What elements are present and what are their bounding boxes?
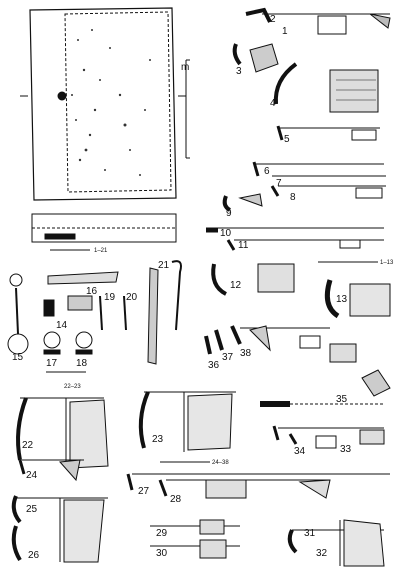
vessels-33-34 [272, 425, 385, 449]
fig-38: 38 [240, 348, 252, 359]
fig-26: 26 [28, 550, 40, 561]
fig-18: 18 [76, 358, 88, 369]
fig-37: 37 [222, 352, 234, 363]
fig-17: 17 [46, 358, 58, 369]
fig-28: 28 [170, 494, 182, 505]
fig-3: 3 [236, 66, 242, 77]
scale-label-24-38: 24–38 [212, 460, 229, 466]
fig-4: 4 [270, 98, 276, 109]
fig-34: 34 [294, 446, 306, 457]
vessels-6-7-8 [252, 161, 386, 199]
vessels-27-28 [126, 473, 390, 499]
fig-15: 15 [12, 352, 24, 363]
vessels-31-32 [287, 519, 385, 567]
vessels-25-26 [11, 495, 108, 563]
fig-7: 7 [276, 178, 282, 189]
vessels-29-30 [150, 519, 240, 559]
fig-16: 16 [86, 286, 98, 297]
vessel-5 [276, 125, 380, 141]
fig-29: 29 [156, 528, 168, 539]
vessel-3 [232, 43, 279, 73]
fig-19: 19 [104, 292, 116, 303]
fig-13: 13 [336, 294, 348, 305]
fig-10: 10 [220, 228, 232, 239]
fig-20: 20 [126, 292, 138, 303]
fig-30: 30 [156, 548, 168, 559]
fig-12: 12 [230, 280, 242, 291]
fig-32: 32 [316, 548, 328, 559]
fig-31: 31 [304, 528, 316, 539]
grave-section [31, 213, 177, 243]
grave-scale-label: m [181, 62, 189, 73]
grave-scale [185, 59, 190, 159]
grave-plan [20, 7, 186, 201]
figure-numbers: 1 2 3 4 5 6 7 8 9 10 11 12 13 14 15 16 1… [12, 14, 352, 561]
scale-label-1-21: 1–21 [94, 248, 108, 254]
fig-21: 21 [158, 260, 170, 271]
vessel-35 [260, 369, 391, 407]
fig-33: 33 [340, 444, 352, 455]
fig-25: 25 [26, 504, 38, 515]
fig-36: 36 [208, 360, 220, 371]
vessel-23 [138, 391, 236, 452]
vessel-4 [273, 62, 379, 113]
fig-11: 11 [238, 240, 249, 251]
fig-14: 14 [56, 320, 68, 331]
fig-9: 9 [226, 208, 232, 219]
fig-6: 6 [264, 166, 270, 177]
fig-27: 27 [138, 486, 150, 497]
vessels-10-11 [206, 227, 384, 251]
fig-35: 35 [336, 394, 348, 405]
fig-5: 5 [284, 134, 290, 145]
fig-22: 22 [22, 440, 34, 451]
vessel-24 [18, 459, 84, 482]
scale-label-1-13: 1–13 [380, 260, 394, 266]
vessel-22 [16, 397, 109, 469]
vessel-12 [211, 263, 295, 296]
metal-finds [7, 260, 182, 365]
vessel-9 [222, 193, 263, 212]
fig-23: 23 [152, 434, 164, 445]
vessel-13 [324, 279, 391, 319]
fig-2: 2 [270, 14, 276, 25]
fig-24: 24 [26, 470, 38, 481]
vessels-36-38 [204, 325, 357, 363]
vessel-1-2 [245, 7, 391, 35]
scale-label-22-23: 22–23 [64, 384, 81, 390]
fig-1: 1 [282, 26, 288, 37]
fig-8: 8 [290, 192, 296, 203]
